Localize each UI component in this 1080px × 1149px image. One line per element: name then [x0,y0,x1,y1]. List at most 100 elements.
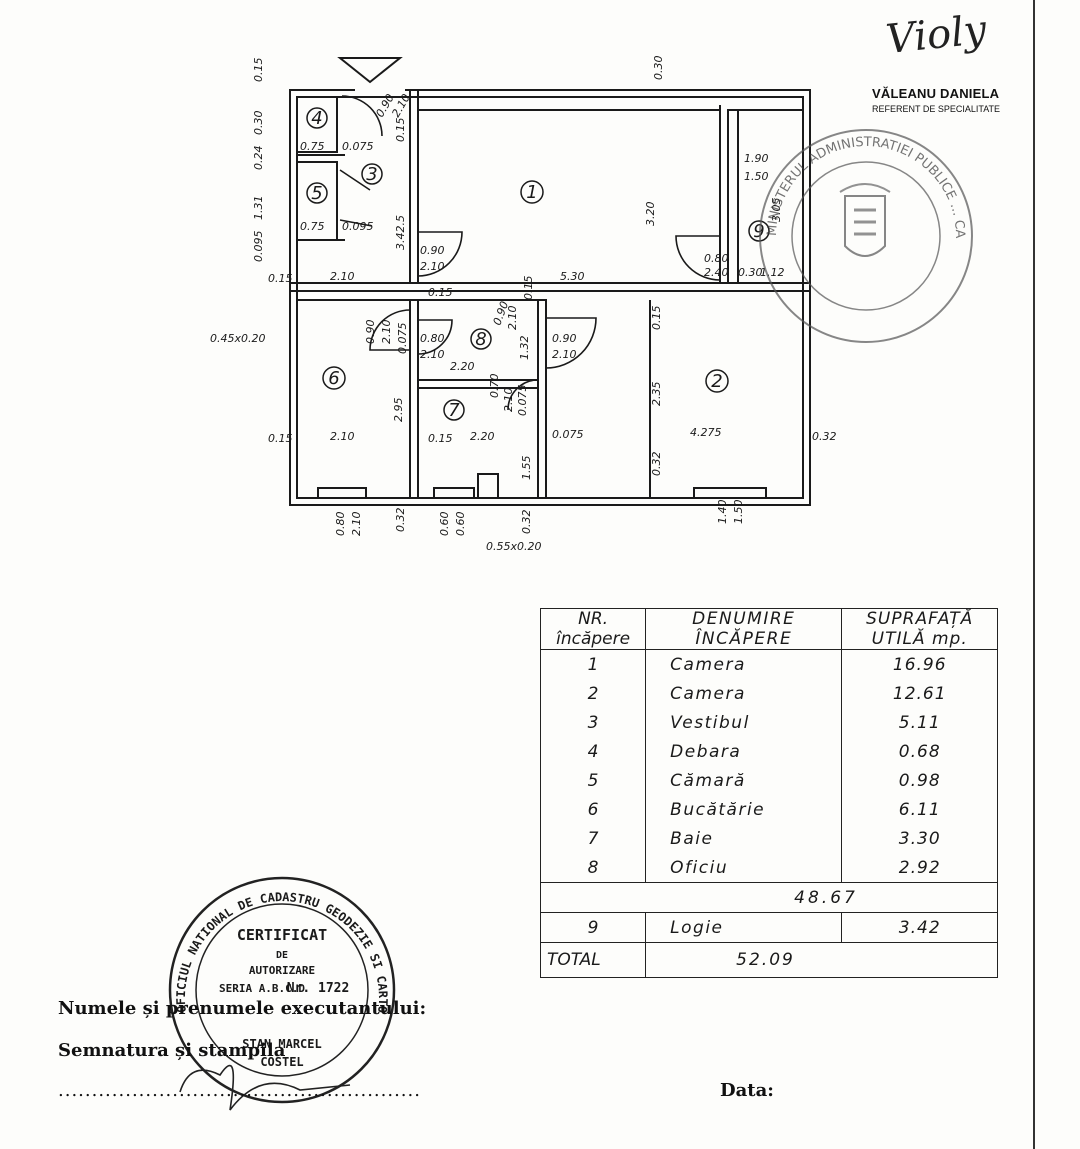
coat-of-arms-icon [839,183,891,257]
dim-label: 0.30 [738,266,763,279]
dim-label: 3.05 [770,198,783,223]
cert-line-3: AUTORIZARE [249,964,315,977]
dim-label: 0.80 [334,512,347,537]
cert-line-2: DE [276,950,288,961]
svg-text:6: 6 [328,368,339,389]
dim-label: 0.60 [438,512,451,537]
dim-label: 2.95 [392,398,405,423]
entrance-marker [337,57,403,84]
dim-label: 2.10 [330,430,355,443]
dim-label: 2.10 [330,270,355,283]
cert-line-1: CERTIFICAT [237,926,327,944]
executant-label: Numele și prenumele executantului: [58,998,427,1019]
room-9-label: 9 [748,220,770,242]
dim-label: 2.10 [506,306,519,331]
room-labels: 1 2 3 4 5 6 7 8 9 [306,107,770,421]
svg-text:9: 9 [753,221,764,242]
svg-text:7: 7 [448,400,460,421]
office-stamp-ring: MINISTERUL ADMINISTRATIEI PUBLICE ... CA… [0,0,967,239]
dim-label: 2.20 [450,360,475,373]
dim-label: 0.75 [300,140,325,153]
margin-rule [1033,0,1035,1149]
svg-text:1: 1 [526,182,537,203]
svg-text:5: 5 [311,183,322,204]
subtotal-row: 48.67 [540,882,998,913]
dim-label: 0.32 [520,510,533,535]
dim-label: 1.90 [744,152,769,165]
signature-scrawl [179,1064,351,1111]
dim-label: 5.30 [560,270,585,283]
signatory-role: REFERENT DE SPECIALITATE [872,104,1001,114]
dim-label: 0.90 [552,332,577,345]
col-header-nr: NR.încăpere [539,608,647,650]
dim-label: 0.80 [420,332,445,345]
dimension-labels: 0.15 0.30 0.24 1.31 0.095 0.90 2.10 0.15… [210,56,837,554]
dim-label: 4.275 [690,426,722,439]
dim-label: 0.75 [300,220,325,233]
cert-line-7: COSTEL [260,1055,303,1069]
dim-label: 1.55 [520,456,533,481]
dim-label: 0.15 [268,432,293,445]
dim-label: 0.15 [428,286,453,299]
dim-label: 0.15 [394,118,407,143]
dim-label: 0.90 [420,244,445,257]
room-1-label: 1 [520,180,544,204]
dim-label: 0.15 [522,276,535,301]
dim-label: 0.60 [454,512,467,537]
dim-label: 3.42.5 [394,215,407,250]
dim-label: 0.095 [342,220,374,233]
svg-text:3: 3 [366,164,377,185]
floor-plan [289,88,811,506]
dim-label: 0.90 [364,320,377,345]
dim-label: 0.095 [252,231,265,263]
room-2-label: 2 [705,369,729,393]
dim-label: 0.15 [650,306,663,331]
dim-label: 0.30 [652,56,665,81]
svg-text:2: 2 [711,371,722,392]
dim-label: 1.50 [744,170,769,183]
dim-label: 2.40 [704,266,729,279]
door-swings [339,95,721,411]
cert-line-5: Nr. 1722 [287,981,350,996]
date-label: Data: [720,1080,774,1101]
dim-label: 2.10 [380,320,393,345]
dim-label: 2.10 [350,512,363,537]
svg-text:8: 8 [475,329,486,350]
dim-label: 1.40 [716,500,729,525]
dim-label: 2.20 [470,430,495,443]
dim-label: 0.075 [342,140,374,153]
dim-label: 0.075 [516,385,529,417]
certificate-stamp: OFICIUL NATIONAL DE CADASTRU GEODEZIE SI… [0,0,396,1111]
dim-label: 0.30 [252,111,265,136]
cert-line-6: STAN MARCEL [242,1037,321,1051]
dim-label: 2.35 [650,382,663,407]
dim-label: 3.20 [644,202,657,227]
room-7-label: 7 [443,399,465,421]
room-8-label: 8 [470,328,492,350]
dim-label: 2.10 [552,348,577,361]
dim-label: 2.10 [420,348,445,361]
svg-text:4: 4 [311,108,322,129]
dim-label: 0.15 [268,272,293,285]
room-4-label: 4 [306,107,328,129]
dim-label: 0.24 [252,146,265,171]
dim-label: 0.70 [488,374,501,399]
dim-label: 0.45x0.20 [210,332,266,345]
room-3-label: 3 [361,163,383,185]
dim-label: 0.32 [812,430,837,443]
dim-label: 2.10 [502,388,515,413]
dim-label: 2.10 [420,260,445,273]
signature-line: ........................................… [58,1080,421,1101]
